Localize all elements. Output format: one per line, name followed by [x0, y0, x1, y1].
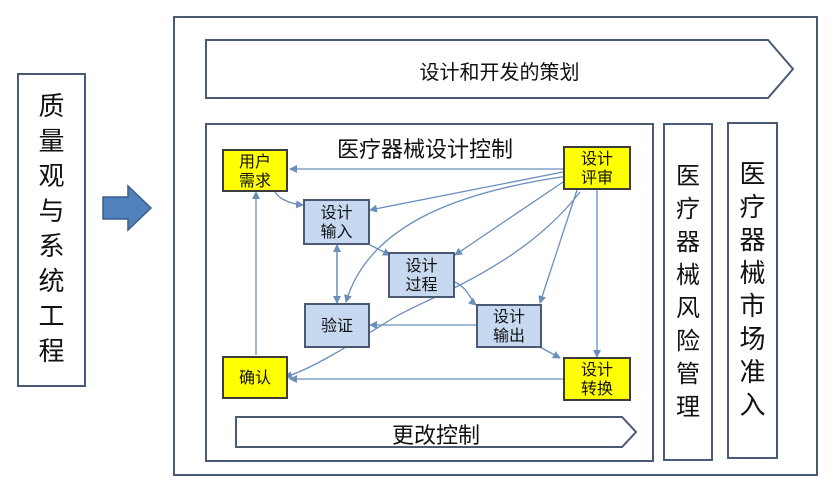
market-column-char: 疗 [739, 192, 766, 223]
design-input-node: 设计 输入 [303, 199, 370, 245]
left-box-char: 工 [38, 302, 65, 332]
arrow-review-to-input [369, 171, 564, 213]
left-box-char: 质 [38, 92, 65, 122]
arrow-review-to-validation [284, 191, 581, 379]
market-column-char: 医 [739, 159, 766, 190]
risk-column-char: 风 [676, 294, 700, 322]
market-column-char: 器 [739, 225, 766, 256]
quality-systems-text: 质量观与系统工程 [17, 73, 86, 387]
arrow-input-to-process [369, 244, 391, 256]
market-column-char: 入 [739, 390, 766, 421]
planning-banner-label: 设计和开发的策划 [419, 60, 580, 84]
left-box-char: 统 [38, 267, 65, 297]
risk-column-char: 理 [676, 393, 700, 421]
design-control-title: 医疗器械设计控制 [336, 138, 513, 163]
left-box-char: 量 [38, 127, 65, 157]
design-transfer-node: 设计 转换 [563, 357, 631, 401]
left-box-char: 观 [38, 162, 65, 192]
validation-node: 确认 [222, 356, 288, 399]
risk-management-box [663, 123, 713, 461]
left-box-char: 程 [38, 337, 65, 367]
risk-column-char: 疗 [676, 195, 700, 223]
user-needs-node: 用户 需求 [222, 149, 288, 192]
arrow-output-to-transfer [539, 346, 561, 359]
design-process-node: 设计 过程 [388, 252, 455, 298]
market-access-text: 医疗器械市场准入 [727, 122, 778, 459]
risk-column-char: 医 [676, 162, 700, 190]
risk-column-char: 械 [676, 261, 700, 289]
arrow-process-to-output [454, 281, 477, 306]
design-output-node: 设计 输出 [476, 304, 542, 348]
arrow-review-to-output [538, 189, 578, 304]
quality-systems-box [17, 73, 86, 387]
risk-column-char: 险 [676, 327, 700, 355]
left-box-char: 系 [38, 232, 65, 262]
market-column-char: 械 [739, 258, 766, 289]
market-access-box [727, 122, 778, 459]
planning-banner-shape [205, 39, 795, 99]
risk-column-char: 管 [676, 360, 700, 388]
verification-node: 验证 [304, 303, 370, 348]
market-column-char: 市 [739, 291, 766, 322]
market-column-char: 场 [739, 324, 766, 355]
arrow-review-to-process [454, 179, 567, 256]
left-box-char: 与 [38, 197, 65, 227]
market-column-char: 准 [739, 357, 766, 388]
flow-arrow-icon [102, 184, 153, 232]
change-control-label: 更改控制 [391, 424, 480, 449]
risk-management-text: 医疗器械风险管理 [663, 123, 713, 461]
arrow-review-to-verify [344, 175, 569, 303]
risk-column-char: 器 [676, 228, 700, 256]
change-banner-shape [235, 416, 638, 448]
design-review-node: 设计 评审 [563, 146, 631, 190]
arrow-needs-to-input [274, 191, 304, 209]
